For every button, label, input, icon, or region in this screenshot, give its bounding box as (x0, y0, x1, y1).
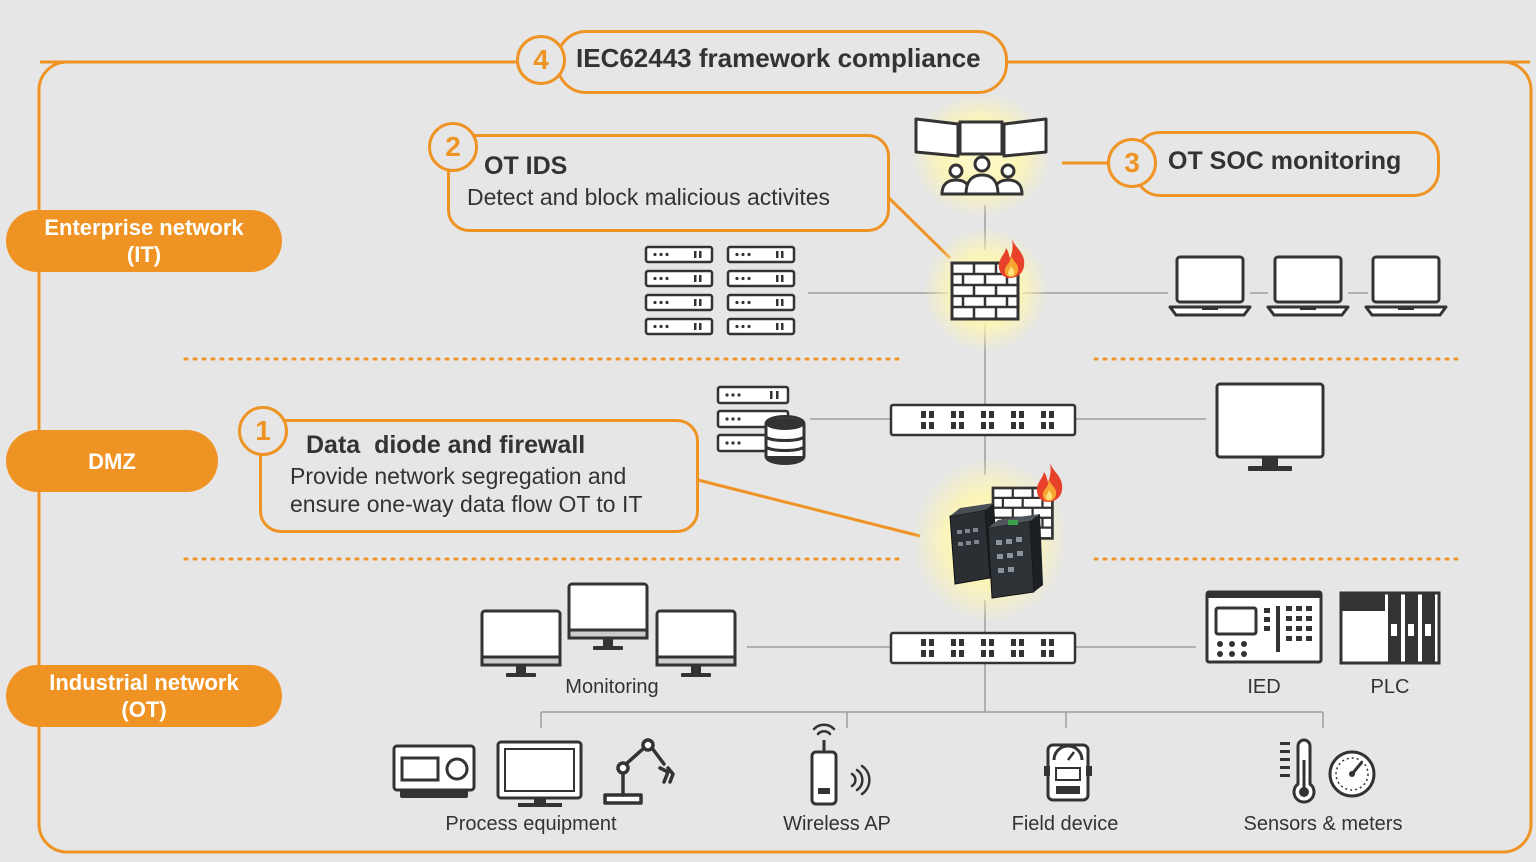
plc-label: PLC (1370, 676, 1410, 698)
industrial-zone-line2: (OT) (121, 697, 167, 722)
dmz-zone-label: DMZ (6, 430, 218, 492)
wireless-ap-label: Wireless AP (783, 813, 891, 835)
data-diode-callout (259, 419, 699, 533)
ot-ids-description: Detect and block malicious activites (467, 184, 831, 210)
dmz-zone-line1: DMZ (88, 448, 136, 474)
ot-ids-callout (447, 134, 890, 232)
enterprise-zone-line2: (IT) (126, 242, 162, 267)
data-diode-number-badge: 1 (238, 406, 288, 456)
ied-label: IED (1247, 676, 1281, 698)
process-equipment-label: Process equipment (445, 813, 617, 835)
data-diode-line1: Provide network segregation and (290, 463, 627, 489)
enterprise-zone-line1: Enterprise network (44, 215, 244, 240)
monitoring-label: Monitoring (565, 676, 659, 698)
industrial-zone-label: Industrial network (OT) (6, 665, 282, 727)
ot-soc-title: OT SOC monitoring (1168, 147, 1402, 175)
ot-soc-number-badge: 3 (1107, 138, 1157, 188)
compliance-title: IEC62443 framework compliance (576, 43, 981, 73)
data-diode-line2: ensure one-way data flow OT to IT (290, 491, 643, 517)
field-device-label: Field device (1011, 813, 1119, 835)
sensors-meters-label: Sensors & meters (1243, 813, 1403, 835)
ot-soc-callout (1134, 131, 1440, 197)
ot-ids-title: OT IDS (484, 152, 568, 180)
compliance-number-badge: 4 (516, 35, 566, 85)
enterprise-zone-label: Enterprise network (IT) (6, 210, 282, 272)
ot-ids-number-badge: 2 (428, 122, 478, 172)
industrial-zone-line1: Industrial network (49, 670, 239, 695)
compliance-callout (556, 30, 1008, 94)
data-diode-title: Data diode and firewall (306, 431, 586, 459)
